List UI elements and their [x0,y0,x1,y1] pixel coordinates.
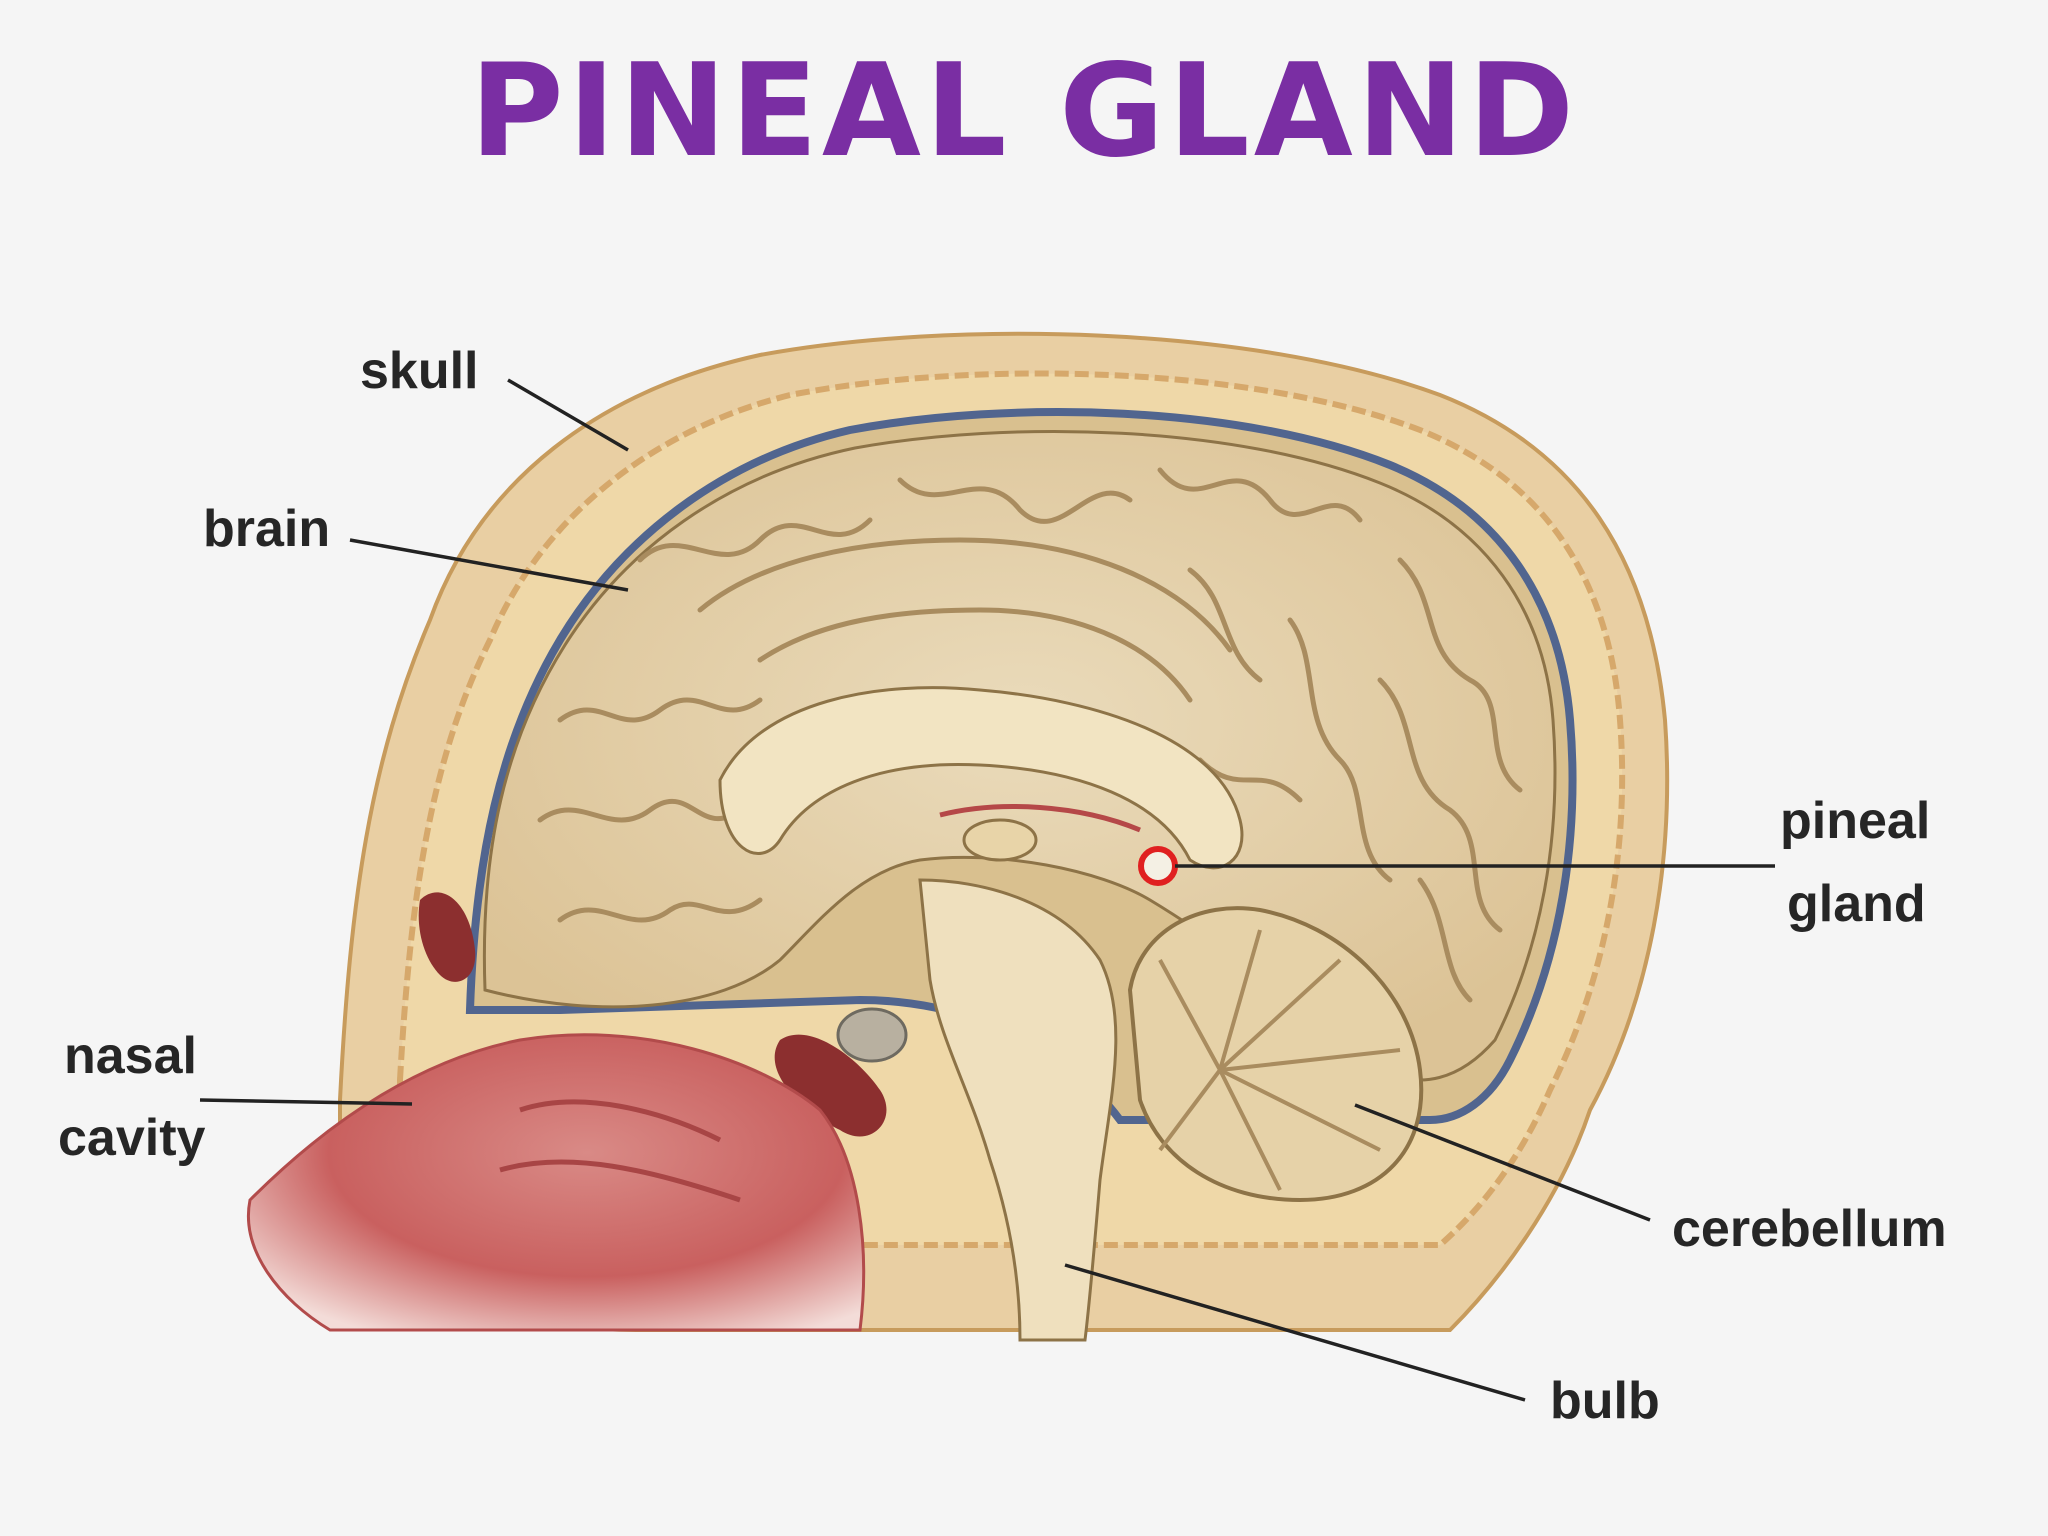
sphenoid-sinus [774,1034,887,1137]
label-pineal-line2: gland [1787,875,1926,933]
nasal-turbinates [499,1099,741,1203]
brainstem [918,878,1118,1342]
leader-nasal [199,1098,413,1106]
leader-lines [199,378,1775,1402]
leader-brain [349,538,629,592]
leader-cerebellum [1354,1103,1651,1222]
leader-skull [507,378,629,452]
label-nasal-line1: nasal [64,1027,197,1085]
pineal-gland-marker [1138,846,1178,886]
leader-bulb [1064,1263,1526,1402]
pituitary [836,1007,908,1063]
frontal-sinus [418,892,476,982]
nasal-cavity [247,1033,866,1332]
label-brain: brain [203,500,331,558]
label-nasal-line2: cavity [58,1109,206,1167]
gyri-pattern [537,467,1523,1003]
label-cerebellum: cerebellum [1672,1200,1947,1258]
label-bulb: bulb [1550,1372,1660,1430]
slide-title: PINEAL GLAND [469,37,1579,186]
cerebellum-shape [1127,906,1424,1203]
corpus-callosum [718,686,1244,870]
label-pineal-line1: pineal [1780,792,1931,850]
choroid-vessel [939,804,1141,833]
thalamus [962,818,1038,862]
label-skull: skull [360,342,479,400]
